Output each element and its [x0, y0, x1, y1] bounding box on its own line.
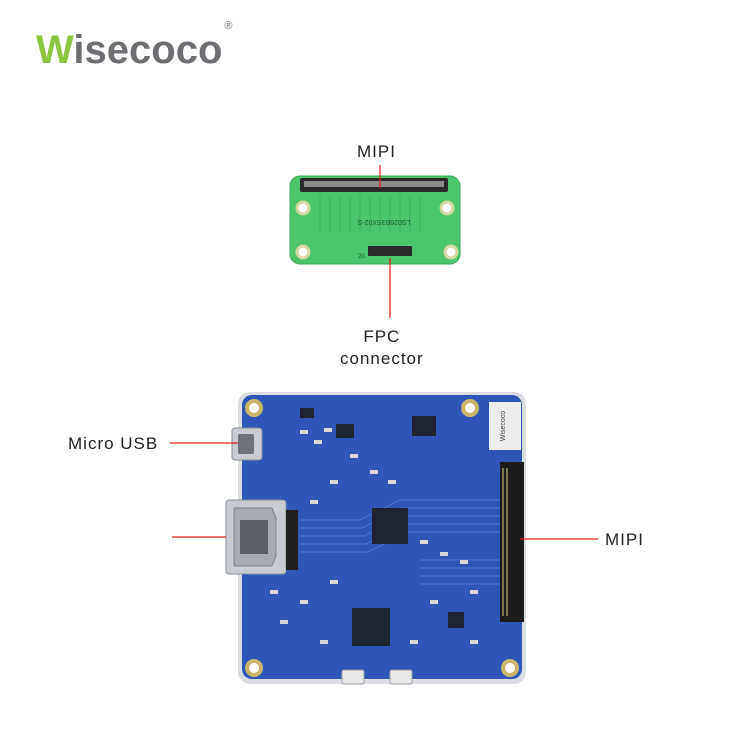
- fpc-pin-label: 20: [358, 254, 365, 260]
- fpc-adapter-board: LS026B3SX02-S 20: [289, 175, 461, 265]
- fpc-connector-label: FPC connector: [340, 326, 424, 370]
- tact-button: [389, 669, 413, 685]
- board-logo-text: Wisecoco: [500, 411, 507, 441]
- fpc-board-code: LS026B3SX02-S: [357, 218, 410, 225]
- main-driver-board: Wisecoco: [225, 392, 526, 685]
- mipi-right-label: MIPI: [605, 530, 644, 549]
- mipi-top-label: MIPI: [357, 142, 396, 161]
- board-logo-sticker: [489, 402, 521, 450]
- fpc-label-line2: connector: [340, 349, 424, 368]
- tact-button: [341, 669, 365, 685]
- micro-usb-label: Micro USB: [68, 434, 159, 453]
- mount-hole: [295, 244, 311, 260]
- mount-hole: [295, 200, 311, 216]
- callout-lines: [170, 165, 598, 540]
- logo-first-letter: W: [36, 28, 74, 72]
- brand-logo: Wisecoco®: [36, 20, 232, 73]
- mount-hole: [443, 244, 459, 260]
- secondary-ic-chip: [352, 608, 390, 646]
- main-ic-chip: [372, 508, 408, 544]
- mipi-fpc-connector: [500, 462, 524, 622]
- trademark-symbol: ®: [224, 19, 233, 32]
- mount-hole: [439, 200, 455, 216]
- fpc-label-line1: FPC: [363, 327, 401, 346]
- logo-rest: isecoco: [73, 28, 223, 72]
- fpc-bottom-connector: [368, 246, 412, 256]
